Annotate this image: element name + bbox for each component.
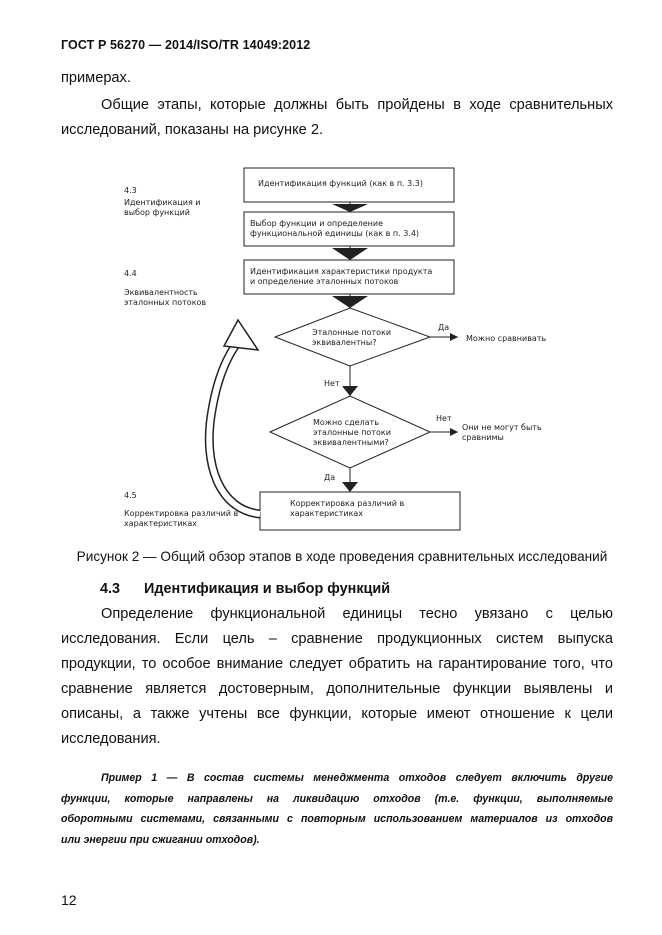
paragraph-line: исследования. Если цель – сравнение прод… [61, 631, 613, 647]
label-identification-selection: Идентификация и выбор функций [124, 198, 201, 217]
section-number: 4.3 [100, 581, 121, 597]
example-line: оборотными системами, связанными с повто… [61, 813, 613, 825]
flow-box-3 [243, 259, 455, 295]
decision-1-text: Эталонные потоки эквивалентны? [312, 328, 392, 347]
box-1-text: Идентификация функций (как в п. 3.3) [258, 179, 423, 188]
section-heading: 4.3 Идентификация и выбор функций [100, 581, 390, 597]
decision-1-yes: Да [438, 323, 450, 332]
paragraph-line: Общие этапы, которые должны быть пройден… [101, 97, 613, 113]
outcome-cannot-compare: Они не могут быть сравнимы [462, 423, 542, 442]
decision-1-no: Нет [324, 379, 340, 388]
paragraph-line: описаны, а также учтены все функции, кот… [61, 706, 613, 722]
box-2-text: Выбор функции и определение функциональн… [250, 219, 420, 238]
feedback-arrow-head [222, 318, 260, 351]
decision-2-yes: Да [324, 473, 336, 482]
flow-box-1 [243, 167, 455, 203]
ref-4-4: 4.4 [124, 269, 137, 278]
flowchart-figure: 4.3 Идентификация и выбор функций 4.4 Эк… [110, 160, 570, 536]
decision-2-text: Можно сделать эталонные потоки эквивален… [313, 418, 391, 447]
section-title: Идентификация и выбор функций [144, 581, 391, 597]
paragraph-line: сравнение является достоверным, дополнит… [61, 681, 613, 697]
page-number: 12 [61, 892, 77, 908]
figure-caption: Рисунок 2 — Общий обзор этапов в ходе пр… [76, 549, 608, 564]
outcome-can-compare: Можно сравнивать [466, 334, 547, 343]
paragraph-line: исследований, показаны на рисунке 2. [61, 122, 323, 138]
ref-4-5: 4.5 [124, 491, 137, 500]
label-correction: Корректировка различий в характеристиках [124, 509, 239, 528]
example-note: Пример 1 — В состав системы менеджмента … [61, 768, 613, 850]
example-line: функции, которые направлены на ликвидаци… [61, 792, 613, 805]
paragraph-line: Определение функциональной единицы тесно… [101, 606, 613, 622]
paragraph-line: исследования. [61, 731, 161, 747]
feedback-arrow [204, 339, 261, 519]
paragraph-line: продукции, то особое внимание следует об… [61, 656, 613, 672]
document-header: ГОСТ Р 56270 — 2014/ISO/TR 14049:2012 [61, 38, 311, 52]
example-line: Пример 1 — В состав системы менеджмента … [101, 772, 613, 784]
label-equivalence: Эквивалентность эталонных потоков [124, 288, 207, 307]
decision-2-no: Нет [436, 414, 452, 423]
example-line: или энергии при сжигании отходов). [61, 833, 260, 846]
flowchart-graphics [204, 167, 461, 531]
paragraph-continuation: примерах. [61, 70, 131, 86]
box-4-text: Корректировка различий в характеристиках [290, 499, 405, 518]
box-3-text: Идентификация характеристики продукта и … [250, 267, 433, 286]
ref-4-3: 4.3 [124, 186, 137, 195]
flow-box-2 [243, 211, 455, 247]
